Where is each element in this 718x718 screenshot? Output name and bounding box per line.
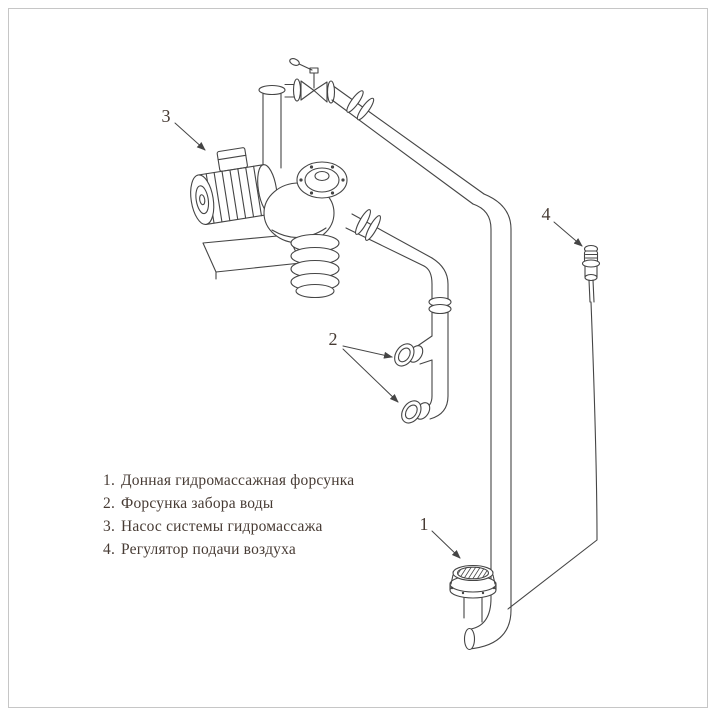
callout-intake-number: 2: [329, 329, 338, 349]
legend-item-drain: 1. Донная гидромассажная форсунка: [103, 469, 354, 492]
legend-item-number: 3.: [103, 518, 116, 535]
intake-branch-pipe: [345, 213, 452, 420]
legend-item-number: 2.: [103, 495, 116, 512]
callout-regulator-number: 4: [542, 204, 551, 224]
right-riser-pipe: [472, 193, 512, 611]
drain-nozzle: [449, 564, 497, 599]
intake-nozzle-2: [401, 400, 431, 424]
pump-discharge-flanges: [355, 209, 381, 241]
air-regulator: [581, 244, 601, 303]
callout-numbers: 3 2 4 1: [162, 106, 551, 534]
callout-leaders: [174, 122, 583, 559]
legend-item-label: Донная гидромассажная форсунка: [121, 472, 355, 489]
leader-pump: [174, 122, 206, 151]
leader-intake-1: [342, 345, 393, 359]
pump-bellows: [290, 233, 340, 299]
leader-drain: [431, 530, 461, 559]
legend-item-label: Регулятор подачи воздуха: [121, 541, 296, 558]
legend-item-pump: 3. Насос системы гидромассажа: [103, 515, 354, 538]
legend-item-regulator: 4. Регулятор подачи воздуха: [103, 538, 354, 561]
leader-regulator: [553, 221, 583, 247]
air-tube-line: [507, 301, 598, 610]
piping-drawing: [174, 58, 601, 651]
callout-pump-number: 3: [162, 106, 171, 126]
legend: 1. Донная гидромассажная форсунка 2. Форсу…: [103, 469, 354, 561]
bottom-elbow: [463, 591, 512, 651]
pump-assembly: [190, 147, 381, 299]
legend-item-label: Форсунка забора воды: [121, 495, 274, 512]
shutoff-valve: [284, 58, 336, 104]
legend-item-number: 1.: [103, 472, 116, 489]
pump-top-flange: [296, 161, 348, 199]
top-supply-pipe: [331, 85, 485, 205]
intake-nozzle-1: [394, 343, 424, 367]
legend-item-intake: 2. Форсунка забора воды: [103, 492, 354, 515]
leader-intake-2: [342, 348, 399, 403]
legend-item-label: Насос системы гидромассажа: [121, 518, 323, 535]
legend-item-number: 4.: [103, 541, 116, 558]
callout-drain-number: 1: [420, 514, 429, 534]
suction-riser-pipe: [258, 84, 286, 169]
